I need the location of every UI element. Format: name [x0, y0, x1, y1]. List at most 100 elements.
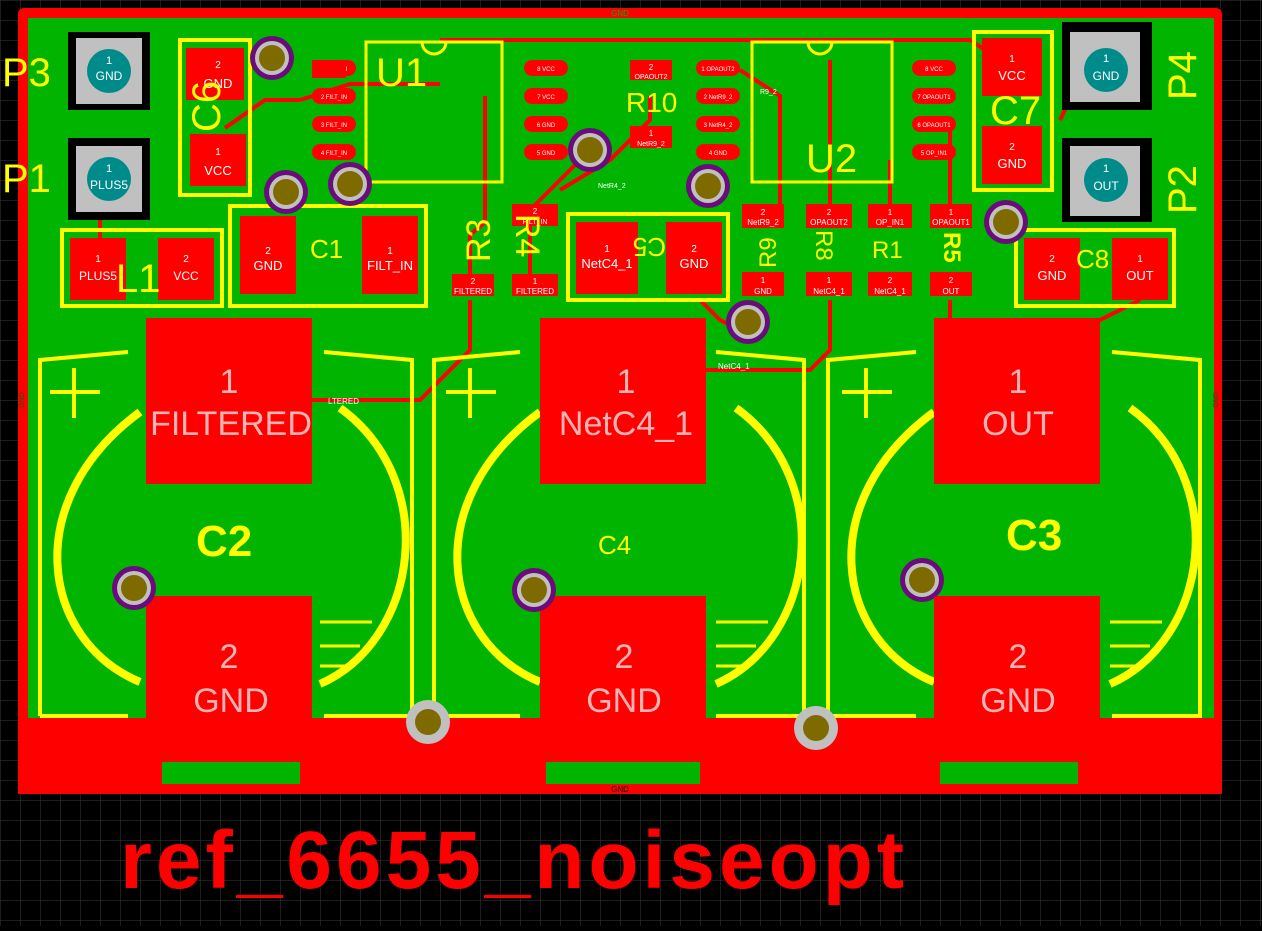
gnd-relief-1 [162, 762, 300, 784]
u1-pad[interactable] [312, 116, 356, 132]
svg-text:2: 2 [215, 60, 221, 71]
cap-c4[interactable]: 1 NetC4_1 2 GND [432, 318, 806, 726]
refdes-r10: R10 [626, 87, 677, 118]
svg-text:2: 2 [949, 276, 954, 285]
vias [112, 36, 1028, 750]
svg-text:GND: GND [998, 156, 1027, 171]
u1-pad[interactable] [524, 144, 568, 160]
u2-pad[interactable] [696, 144, 740, 160]
u2-pad-label: 8 VCC [925, 67, 943, 73]
refdes-r9: R9 [755, 237, 782, 268]
via-drill [695, 173, 721, 199]
svg-text:NetR9_2: NetR9_2 [747, 218, 779, 227]
u1-pad[interactable] [524, 116, 568, 132]
svg-text:FILT_IN: FILT_IN [367, 258, 413, 273]
inductor-l1[interactable]: 1 PLUS5 2 VCC [60, 228, 224, 308]
c3-pin1-num: 1 [1009, 363, 1028, 401]
refdes-p2: P2 [1161, 165, 1205, 214]
u2-pad-label: 6 OPAOUT1 [917, 123, 951, 129]
svg-text:1: 1 [533, 277, 538, 286]
net-label-left: GND [19, 392, 26, 408]
resistor-r1-pads[interactable]: 1 OP_IN1 2 NetC4_1 [868, 204, 912, 296]
u2-pad[interactable] [696, 116, 740, 132]
u2-pad[interactable] [912, 60, 956, 76]
connector-p1[interactable]: 1 PLUS5 [68, 138, 150, 220]
via-drill [521, 577, 547, 603]
connector-p4[interactable]: 1 GND [1062, 22, 1152, 110]
c3-pin2-net: GND [980, 682, 1056, 720]
svg-text:VCC: VCC [204, 163, 231, 178]
cap-c6[interactable]: 2 GND 1 VCC [178, 38, 252, 197]
svg-text:2: 2 [1049, 254, 1055, 265]
ic-u1-outline[interactable] [364, 40, 504, 184]
net-label-top: GND [611, 9, 629, 18]
refdes-r4: R4 [508, 214, 546, 257]
p4-pin-net: GND [1093, 69, 1120, 83]
u2-pad[interactable] [696, 60, 740, 76]
u1-pad-label: 7 VCC [537, 95, 555, 101]
resistor-r3-pads[interactable]: 2 FILTERED [452, 274, 494, 296]
u1-pad[interactable] [524, 88, 568, 104]
refdes-r8: R8 [810, 230, 837, 261]
svg-text:FILT_IN: FILT_IN [523, 219, 548, 226]
u2-pad[interactable] [912, 88, 956, 104]
gnd-relief-2 [546, 762, 700, 784]
u1-pad-label: 2 FILT_IN [321, 95, 347, 101]
connector-p2[interactable]: 1 OUT [1062, 138, 1152, 222]
svg-text:1: 1 [387, 246, 393, 257]
cap-c2[interactable]: 1 FILTERED 2 GND [38, 318, 414, 726]
refdes-u2: U2 [806, 137, 857, 181]
p3-pin-num: 1 [106, 55, 112, 67]
refdes-p3: P3 [2, 51, 51, 95]
refdes-c2: C2 [196, 517, 252, 566]
refdes-c1: C1 [310, 234, 343, 264]
net-label-bottom: GND [611, 785, 629, 794]
refdes-c5: C5 [633, 232, 666, 262]
via-drill [337, 171, 363, 197]
svg-text:GND: GND [204, 76, 233, 91]
svg-text:1: 1 [827, 276, 832, 285]
svg-text:PLUS5: PLUS5 [79, 269, 117, 283]
connector-p3[interactable]: 1 GND [68, 32, 150, 110]
u1-pad-label: 5 GND [537, 151, 556, 157]
resistor-r10-pads[interactable]: 2 OPAOUT2 1 NetR9_2 [630, 60, 672, 148]
u2-pad[interactable] [912, 116, 956, 132]
cap-c7[interactable]: 1 VCC 2 GND [972, 30, 1054, 192]
svg-text:1: 1 [888, 208, 893, 217]
ic-u2-outline[interactable] [750, 40, 894, 184]
via-drill [577, 137, 603, 163]
u2-pad[interactable] [912, 144, 956, 160]
resistor-r8-pads[interactable]: 2 OPAOUT2 1 NetC4_1 [806, 204, 852, 296]
via-drill [415, 709, 441, 735]
u1-pad-label: 4 FILT_IN [321, 151, 347, 157]
svg-text:GND: GND [1038, 268, 1067, 283]
cap-c3[interactable]: 1 OUT 2 GND [826, 318, 1202, 726]
svg-text:VCC: VCC [173, 269, 199, 283]
svg-text:NetC4_1: NetC4_1 [581, 256, 632, 271]
u2-pad-label: 1 OPAOUT2 [701, 67, 735, 73]
trace-label-netr4: NetR4_2 [598, 183, 626, 190]
refdes-c8: C8 [1076, 244, 1109, 274]
u1-pad[interactable] [524, 60, 568, 76]
u1-pad[interactable] [312, 144, 356, 160]
cap-c1[interactable]: 2 GND 1 FILT_IN [228, 204, 428, 308]
resistor-r5-pads[interactable]: 1 OPAOUT1 2 OUT [930, 204, 972, 296]
c2-pin1-net: FILTERED [150, 405, 312, 443]
u2-pad-label: 7 OPAOUT1 [917, 95, 951, 101]
svg-text:2: 2 [471, 277, 476, 286]
via-drill [121, 575, 147, 601]
svg-text:2: 2 [265, 246, 271, 257]
svg-text:OPAOUT2: OPAOUT2 [635, 74, 668, 81]
u1-pad[interactable] [312, 88, 356, 104]
trace-filt-in [468, 96, 487, 280]
u2-pad-label: 2 NetR9_2 [704, 95, 733, 101]
resistor-r4-pads[interactable]: 1 FILTERED 2 FILT_IN [512, 204, 558, 296]
svg-text:1: 1 [761, 276, 766, 285]
via-drill [909, 567, 935, 593]
cap-c5[interactable]: 1 NetC4_1 2 GND [566, 212, 730, 302]
u2-pad[interactable] [696, 88, 740, 104]
resistor-r9-pads[interactable]: 2 NetR9_2 1 GND [742, 204, 784, 296]
gnd-relief-3 [940, 762, 1078, 784]
cap-c8[interactable]: 2 GND 1 OUT [1014, 228, 1176, 308]
